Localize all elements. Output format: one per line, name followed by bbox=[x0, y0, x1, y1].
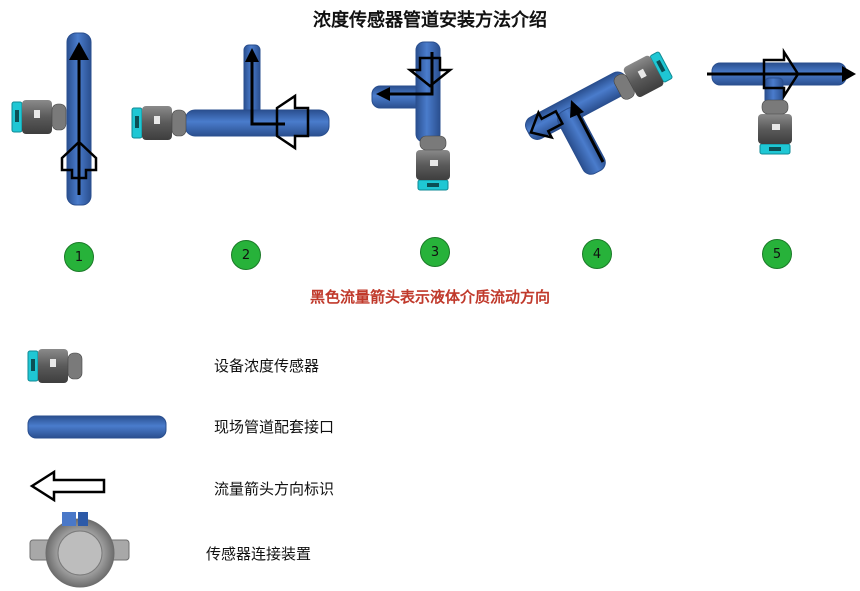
method-4-diagram bbox=[525, 49, 675, 175]
pipe-icon bbox=[557, 107, 606, 175]
legend-connector-icon bbox=[29, 512, 130, 588]
legend-connector-label: 传感器连接装置 bbox=[206, 545, 312, 563]
sensor-icon bbox=[11, 99, 67, 135]
sensor-icon bbox=[131, 105, 187, 141]
method-5-badge: 5 bbox=[762, 239, 792, 269]
flow-direction-note: 黑色流量箭头表示液体介质流动方向 bbox=[309, 288, 550, 306]
page-title: 浓度传感器管道安装方法介绍 bbox=[313, 10, 547, 31]
method-2-badge: 2 bbox=[231, 240, 261, 270]
flow-arrow-icon bbox=[406, 56, 454, 88]
flow-arrow-icon bbox=[384, 52, 434, 96]
method-4-badge: 4 bbox=[582, 239, 612, 269]
sensor-icon bbox=[757, 99, 793, 155]
sensor-icon bbox=[415, 135, 451, 191]
method-1-diagram bbox=[11, 32, 98, 206]
legend-flow-arrow-label: 流量箭头方向标识 bbox=[214, 480, 335, 498]
method-1-badge: 1 bbox=[64, 242, 94, 272]
flow-arrow-icon bbox=[275, 93, 310, 151]
flow-arrow-icon bbox=[575, 111, 605, 163]
legend-sensor-icon bbox=[27, 348, 83, 384]
legend-sensor-label: 设备浓度传感器 bbox=[214, 357, 320, 375]
method-3-badge: 3 bbox=[420, 237, 450, 267]
legend-pipe-icon bbox=[27, 415, 167, 439]
method-5-diagram bbox=[707, 47, 856, 155]
legend-flow-arrow-icon bbox=[29, 469, 106, 503]
flow-arrow-icon bbox=[250, 52, 285, 126]
flow-arrow-icon bbox=[529, 109, 565, 140]
method-2-diagram bbox=[131, 44, 330, 151]
flow-arrow-icon bbox=[60, 140, 98, 180]
method-3-diagram bbox=[371, 41, 454, 191]
flow-arrow-icon bbox=[762, 47, 800, 101]
legend-pipe-label: 现场管道配套接口 bbox=[214, 418, 335, 436]
